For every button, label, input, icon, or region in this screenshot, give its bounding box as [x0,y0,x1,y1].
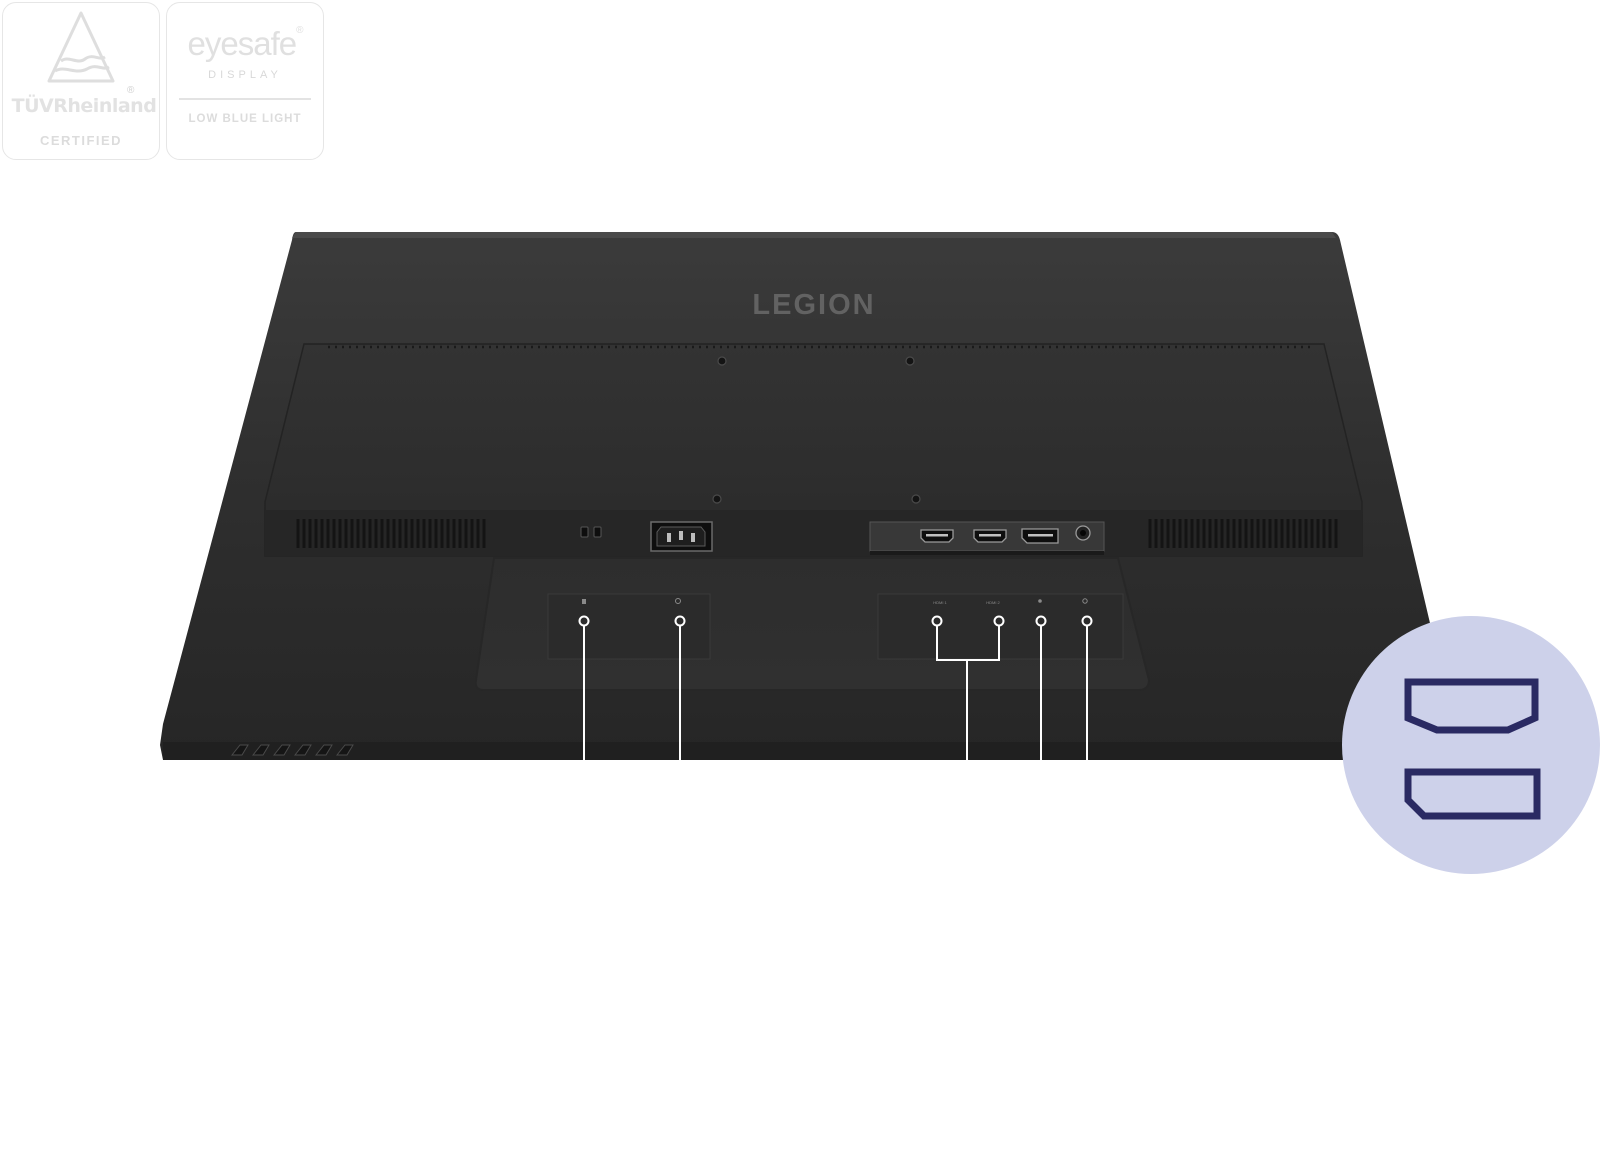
legion-logo: LEGION [752,289,875,321]
callout-dot [674,615,686,627]
callout-dot [1035,615,1047,627]
left-vent-grille [296,519,486,548]
lock-slot [580,526,589,538]
connector-icons-inset [1342,616,1600,874]
hdmi2-port [973,529,1007,543]
inset-circle [1342,616,1600,874]
tuv-registered-mark: ® [127,85,135,96]
hdmi-port-icon [1404,678,1539,734]
osd-button [335,744,354,756]
osd-control-buttons [230,744,354,756]
right-label-plate [877,593,1124,660]
osd-button [272,744,291,756]
osd-button [293,744,312,756]
io-ports-bay [869,521,1105,555]
monitor-top-rim [292,232,1336,238]
callout-dot [578,615,590,627]
eyesafe-badge: eyesafe® DISPLAY LOW BLUE LIGHT [166,2,324,160]
osd-button [314,744,333,756]
monitor-bottom-edge [163,742,1451,760]
callout-dot [1081,615,1093,627]
eyesafe-divider [179,98,311,100]
osd-button [251,744,270,756]
hdmi1-label: HDMI 1 [933,600,947,605]
audio-jack [1075,525,1091,541]
lock-label-mark [582,599,586,604]
osd-button [230,744,249,756]
displayport-port [1021,528,1059,544]
vesa-screw-hole [717,356,727,366]
tuv-brand-text: TÜVRheinland [11,95,157,117]
vesa-screws [712,356,921,504]
tuv-certified-text: CERTIFIED [39,133,123,148]
low-blue-light-text: LOW BLUE LIGHT [188,113,302,125]
vesa-screw-hole [905,356,915,366]
hdmi1-port [920,529,954,543]
callout-dot [931,615,943,627]
dp-label-mark [1038,599,1042,603]
lock-slot [593,526,602,538]
port-label-marks [582,598,1088,604]
vesa-screw-hole [911,494,921,504]
tuv-triangle-icon [47,11,115,83]
displayport-icon [1404,768,1541,820]
eyesafe-display-text: DISPLAY [208,69,282,81]
hdmi2-label: HDMI 2 [986,600,1000,605]
eyesafe-brand-text: eyesafe® [187,25,304,62]
ac-power-inlet [650,521,713,552]
left-label-plate [547,593,711,660]
tuv-certified-badge: ® TÜVRheinland CERTIFIED [2,2,160,160]
port-callout-lines [583,621,1088,760]
right-vent-grille [1148,519,1338,548]
kensington-lock-slot [580,526,602,538]
port-callout-dots [578,615,1093,627]
callout-dot [993,615,1005,627]
audio-label-mark [1082,598,1088,604]
vesa-screw-hole [712,494,722,504]
power-label-mark [675,598,681,604]
